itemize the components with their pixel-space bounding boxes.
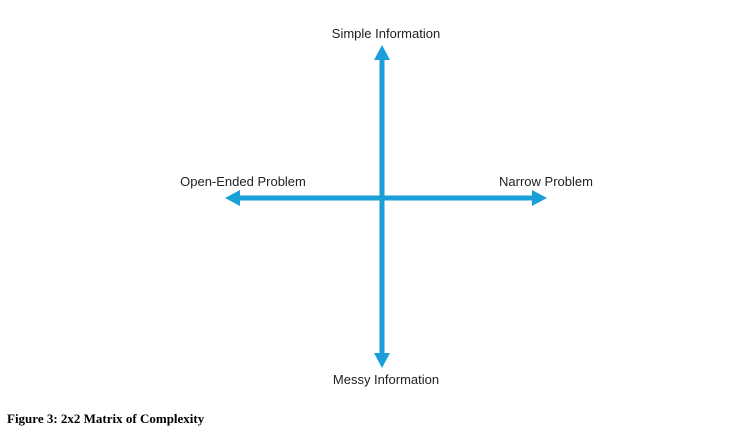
top-axis-label: Simple Information (332, 26, 440, 41)
right-arrowhead (532, 190, 547, 206)
left-axis-label: Open-Ended Problem (180, 174, 306, 189)
right-axis-label: Narrow Problem (499, 174, 593, 189)
figure-caption: Figure 3: 2x2 Matrix of Complexity (7, 411, 205, 426)
left-arrowhead (225, 190, 240, 206)
bottom-axis-label: Messy Information (333, 372, 439, 387)
down-arrowhead (374, 353, 390, 368)
up-arrowhead (374, 45, 390, 60)
